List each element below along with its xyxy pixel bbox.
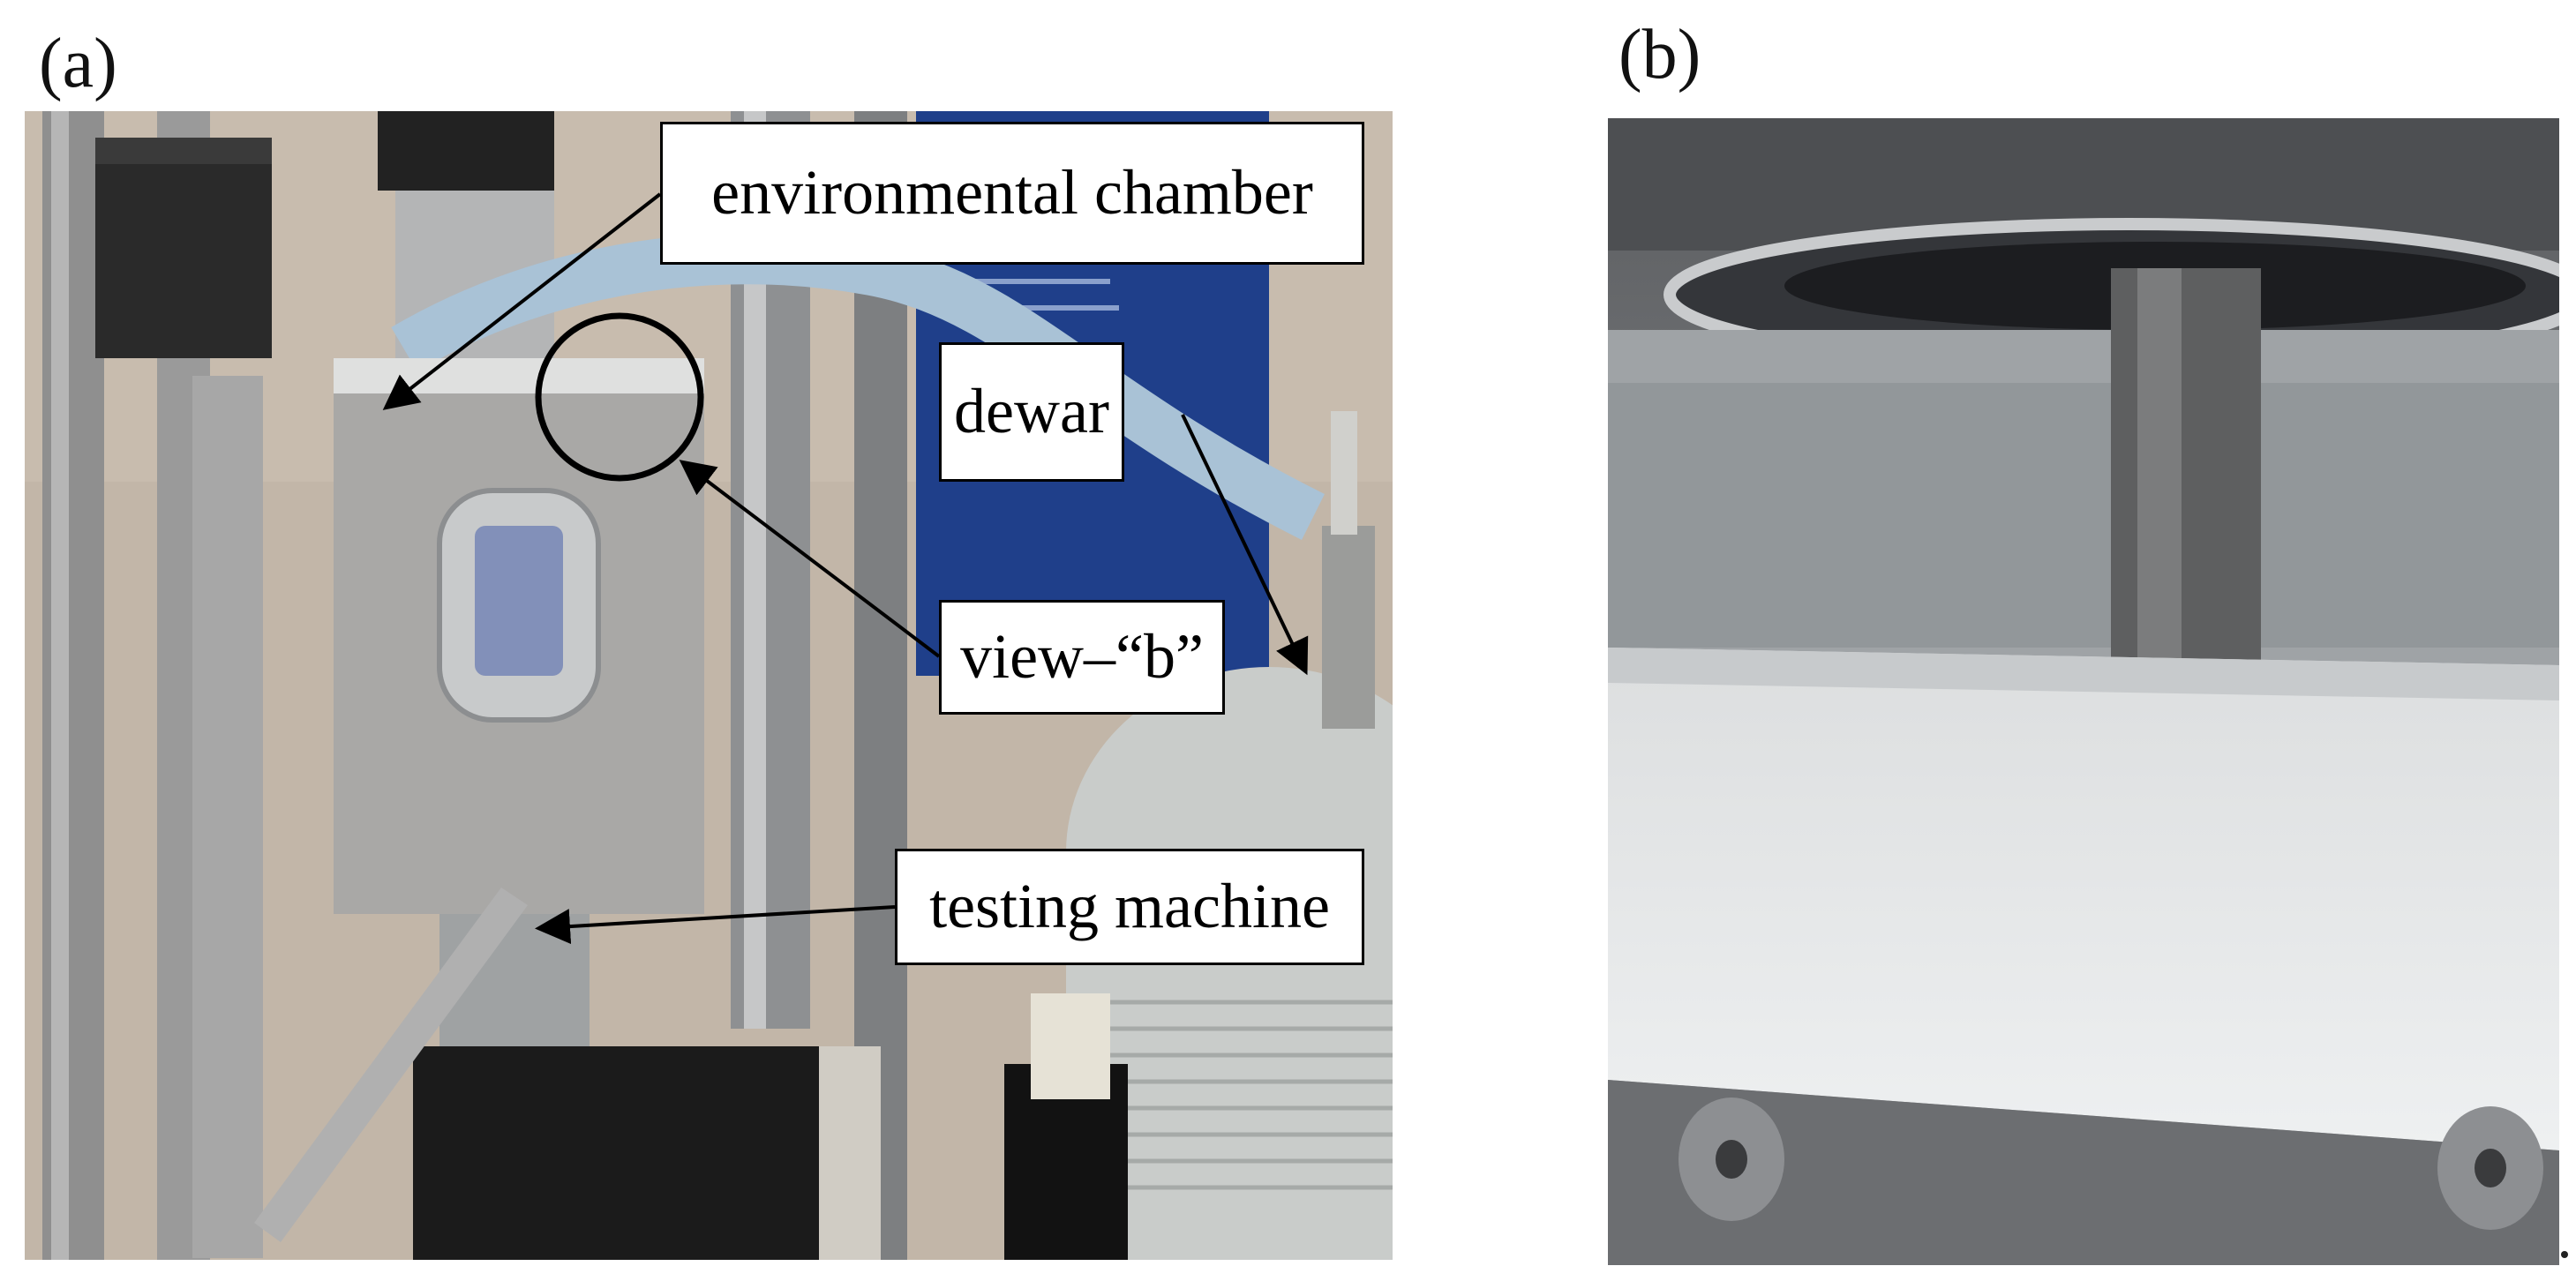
callout-environmental-chamber: environmental chamber bbox=[660, 122, 1364, 265]
control-box bbox=[95, 138, 272, 358]
frost-layer bbox=[1608, 648, 2559, 1150]
chamber-window bbox=[475, 526, 563, 676]
callout-testing-machine: testing machine bbox=[895, 849, 1364, 965]
panel-label-b: (b) bbox=[1618, 16, 1701, 94]
panel-label-a: (a) bbox=[39, 25, 117, 102]
trailing-period bbox=[2561, 1251, 2568, 1258]
callout-dewar: dewar bbox=[939, 342, 1124, 482]
machine-base bbox=[413, 1046, 872, 1260]
callout-view-b: view–“b” bbox=[939, 600, 1225, 715]
closeup-illustration bbox=[1608, 118, 2559, 1265]
photo-view-b bbox=[1608, 118, 2559, 1265]
